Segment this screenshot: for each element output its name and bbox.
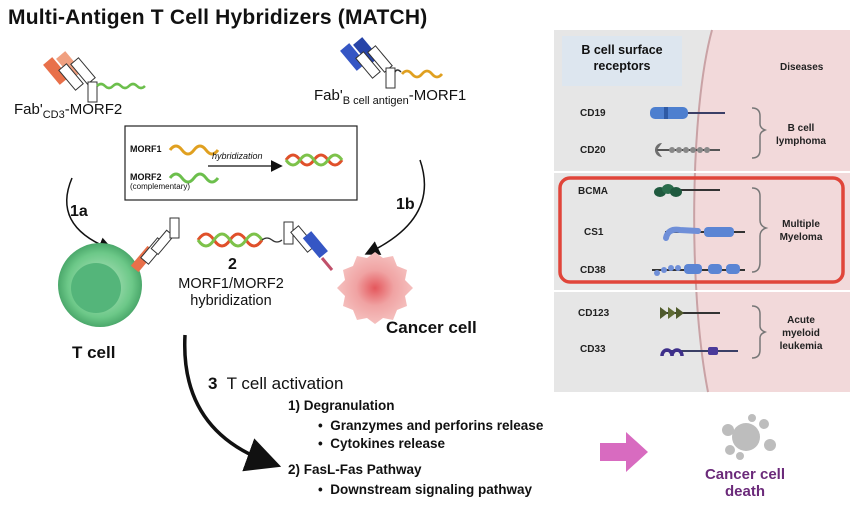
inset-morf1-label: MORF1 — [130, 144, 162, 154]
receptor-label: BCMA — [578, 186, 608, 197]
degranulation-item: • Cytokines release — [318, 436, 446, 451]
cs1-receptor-shape — [663, 226, 745, 241]
receptor-label: CD20 — [580, 145, 606, 156]
receptor-label: CD33 — [580, 344, 606, 355]
fab-bcell-label: Fab'B cell antigen-MORF1 — [314, 87, 467, 107]
inset-morf2-label: MORF2 — [130, 172, 162, 182]
fab-bcell-graphic — [340, 37, 444, 89]
cancer-cell-label: Cancer cell — [386, 318, 477, 337]
degranulation-heading: 1) Degranulation — [288, 398, 395, 413]
receptor-label: CD38 — [580, 265, 606, 276]
receptor-label: CD19 — [580, 108, 606, 119]
dead-cell-graphic — [722, 414, 776, 460]
cd123-receptor-shape — [660, 307, 720, 319]
inset-morf2-note: (complementary) — [130, 182, 191, 191]
step-2-label: 2 — [228, 256, 237, 273]
cd19-receptor-shape — [650, 107, 725, 119]
step-3-label: 3 T cell activation — [208, 374, 344, 393]
cd38-receptor-shape — [652, 264, 745, 276]
receptor-label: CD123 — [578, 308, 610, 319]
step-1a-label: 1a — [70, 203, 88, 220]
cd20-receptor-shape — [655, 143, 720, 157]
t-cell-label: T cell — [72, 343, 116, 362]
inset-arrow-label: hybridization — [212, 151, 263, 161]
degranulation-item: • Granzymes and perforins release — [318, 418, 544, 433]
multiple-myeloma-highlight — [558, 176, 845, 284]
fab-cd3-label: Fab'CD3-MORF2 — [14, 101, 123, 121]
fas-item: • Downstream signaling pathway — [318, 482, 533, 497]
diseases-header: Diseases — [780, 62, 824, 73]
cancer-cell-graphic — [337, 252, 413, 324]
fab-cd3-graphic — [43, 51, 146, 103]
cd33-receptor-shape — [660, 347, 738, 357]
step-1b-label: 1b — [396, 196, 415, 213]
t-cell-graphic — [58, 243, 142, 327]
receptor-panel — [554, 29, 850, 393]
match-complex-graphic — [130, 217, 334, 273]
receptor-label: CS1 — [584, 227, 604, 238]
outcome-arrow — [600, 432, 648, 472]
bcma-receptor-shape — [654, 184, 720, 197]
page-title: Multi-Antigen T Cell Hybridizers (MATCH) — [8, 6, 428, 29]
hybridization-inset-graphic — [124, 125, 358, 201]
fas-heading: 2) FasL-Fas Pathway — [288, 462, 422, 477]
